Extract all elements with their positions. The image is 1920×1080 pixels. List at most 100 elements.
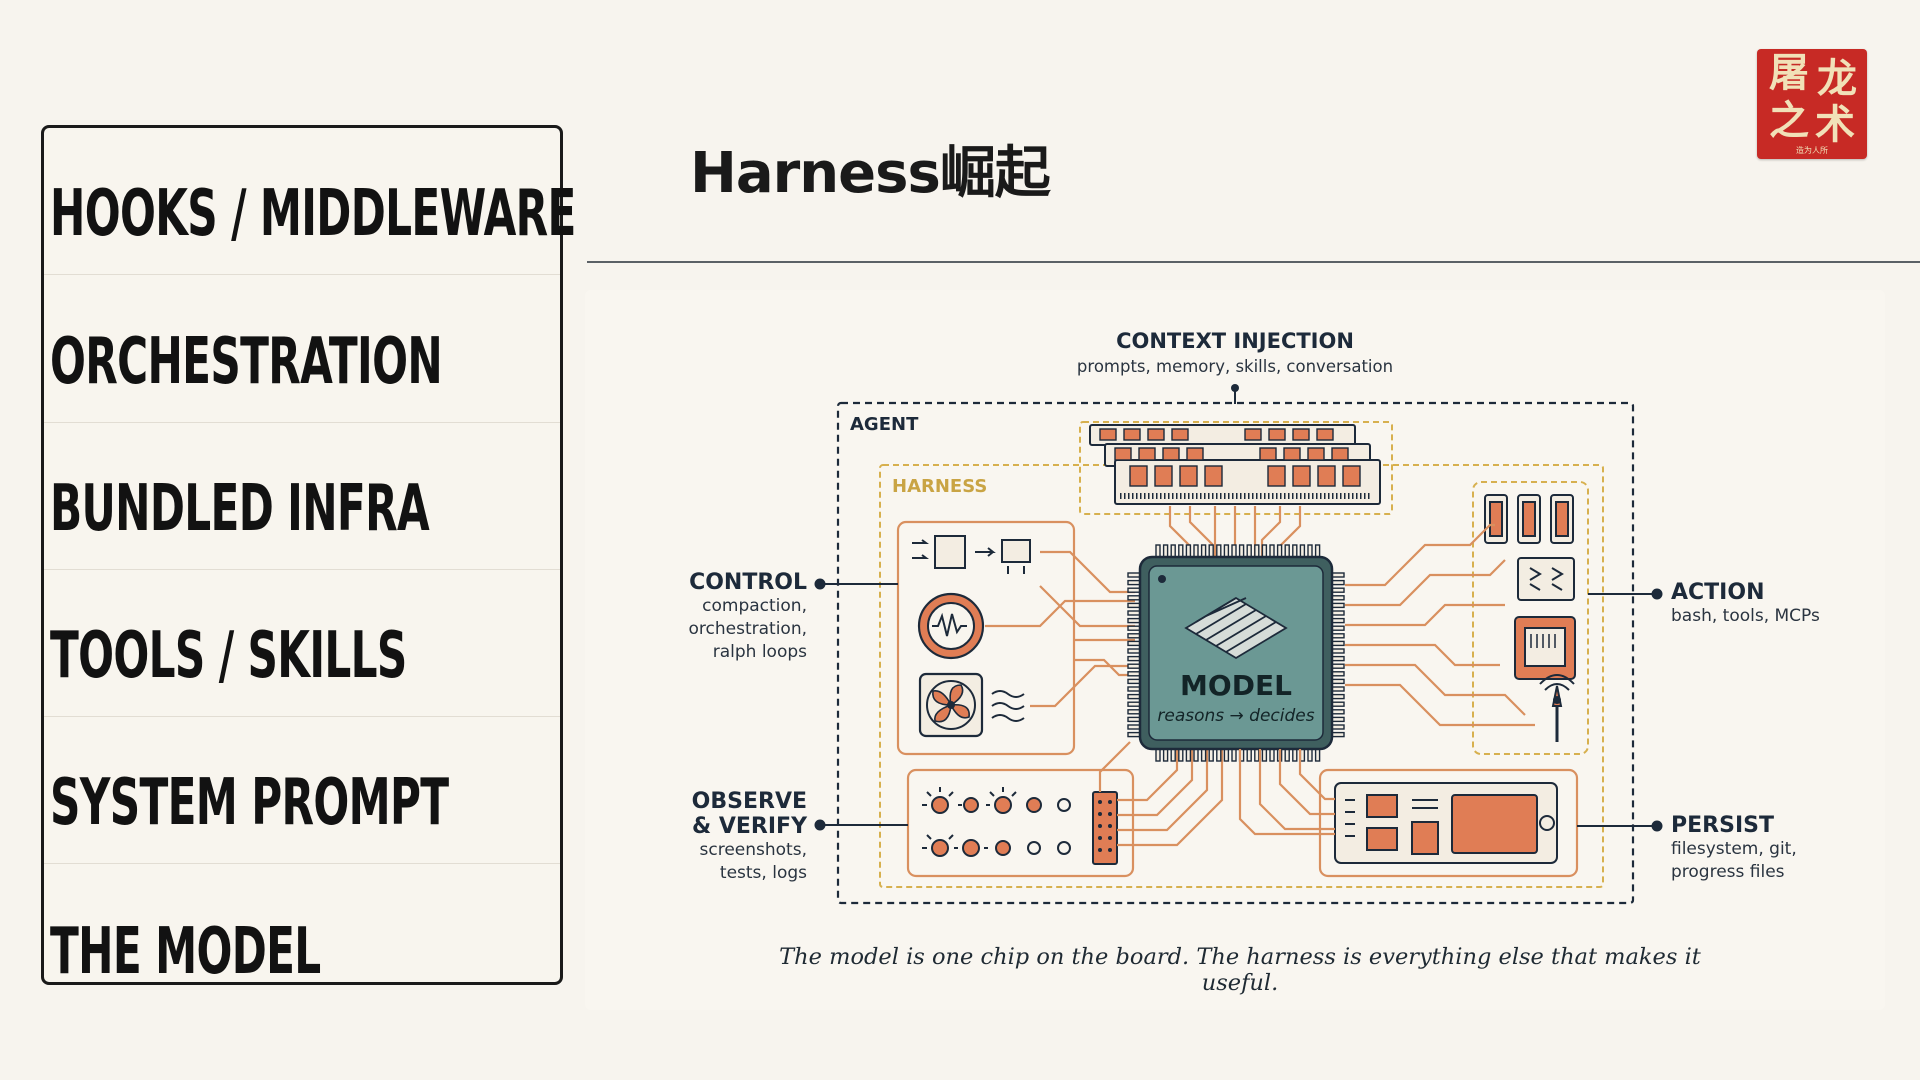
chip-pin xyxy=(1155,544,1161,558)
control-line: compaction, xyxy=(702,596,807,616)
persist-line: progress files xyxy=(1671,862,1785,882)
connector-dot xyxy=(1231,384,1239,392)
seal-glyph: 屠 xyxy=(1769,49,1809,96)
chip-pin xyxy=(1331,709,1345,715)
chip-pin xyxy=(1193,748,1199,762)
chip-pin xyxy=(1127,595,1141,601)
chip-pin xyxy=(1331,671,1345,677)
chip-pin xyxy=(1127,724,1141,730)
layer-label: ORCHESTRATION xyxy=(50,324,443,399)
chip-pin xyxy=(1292,544,1298,558)
chip-pin xyxy=(1162,748,1169,762)
chip-pin xyxy=(1231,748,1237,762)
model-chip: MODEL reasons → decides xyxy=(1138,555,1334,751)
chip-pin xyxy=(1331,663,1345,669)
chip-pin xyxy=(1208,544,1214,558)
layer-label: BUNDLED INFRA xyxy=(50,471,430,546)
chip-pin xyxy=(1331,640,1345,647)
harness-label: HARNESS xyxy=(892,476,987,497)
side-connectors xyxy=(814,578,1663,832)
memory-module-icon xyxy=(1089,424,1381,505)
persist-title: PERSIST xyxy=(1671,813,1774,838)
diagram-caption: The model is one chip on the board. The … xyxy=(779,944,1701,996)
chip-pin xyxy=(1155,748,1161,762)
chip-pin xyxy=(1170,544,1176,558)
chip-pin xyxy=(1314,544,1321,558)
chip-pin xyxy=(1127,655,1141,662)
chip-pin xyxy=(1331,686,1345,692)
layer-bundled-infra: BUNDLED INFRA xyxy=(44,423,560,570)
usb-ports-icon xyxy=(1484,494,1574,544)
agent-label: AGENT xyxy=(850,414,919,435)
chip-pin xyxy=(1127,572,1141,578)
pin-header-icon xyxy=(1092,791,1118,865)
chip-pin xyxy=(1276,544,1283,558)
page-title: Harness崛起 xyxy=(690,141,1051,206)
action-line: bash, tools, MCPs xyxy=(1671,606,1820,626)
chip-pin xyxy=(1127,587,1141,593)
chip-pin xyxy=(1331,625,1345,631)
traces-persist xyxy=(1238,749,1335,836)
chip-pin xyxy=(1162,544,1169,558)
sd-slot-icon xyxy=(1517,557,1575,601)
chip-pin xyxy=(1223,544,1230,558)
context-injection-title: CONTEXT INJECTION xyxy=(1116,329,1354,353)
chip-pin xyxy=(1178,748,1184,762)
chip-pin xyxy=(1127,617,1141,624)
chip-pin xyxy=(1127,633,1141,639)
chip-pin xyxy=(1331,602,1345,609)
chip-pin xyxy=(1127,625,1141,631)
seal-glyph: 之 xyxy=(1769,97,1809,144)
chip-pin xyxy=(1170,748,1176,762)
layer-tools-skills: TOOLS / SKILLS xyxy=(44,570,560,718)
agent-frame xyxy=(836,401,1635,905)
chip-pin xyxy=(1208,748,1214,762)
observe-annotation: OBSERVE & VERIFY screenshots, tests, log… xyxy=(640,789,807,885)
layer-orchestration: ORCHESTRATION xyxy=(44,275,560,423)
chip-pin xyxy=(1127,648,1141,654)
chip-pin xyxy=(1314,748,1321,762)
traces-control xyxy=(985,550,1135,708)
heatsink-icon xyxy=(1184,596,1288,660)
action-annotation: ACTION bash, tools, MCPs xyxy=(1671,580,1871,628)
chip-pin xyxy=(1127,693,1141,700)
control-title: CONTROL xyxy=(689,570,807,595)
ethernet-port-icon xyxy=(1514,616,1576,680)
chip-pin xyxy=(1185,748,1192,762)
led-indicators-icon xyxy=(922,787,1071,857)
chip-pin xyxy=(1331,617,1345,624)
layer-stack: HOOKS / MIDDLEWARE ORCHESTRATION BUNDLED… xyxy=(41,125,576,985)
chip-pins xyxy=(1127,544,1345,762)
chip-pin xyxy=(1299,544,1306,558)
control-line: orchestration, xyxy=(688,619,808,639)
chip-pin xyxy=(1200,748,1207,762)
layer-the-model: THE MODEL xyxy=(44,864,560,1011)
chip-pin xyxy=(1331,678,1345,685)
chip-pin xyxy=(1331,587,1345,593)
chip-pin xyxy=(1331,572,1345,578)
chip-pin xyxy=(1127,671,1141,677)
chip-pin xyxy=(1284,544,1290,558)
seal-logo: 屠 龙 之 术 造为人所 xyxy=(1757,49,1867,159)
layer-label: HOOKS / MIDDLEWARE xyxy=(50,177,576,252)
chip-pin xyxy=(1185,544,1192,558)
traces-action xyxy=(1345,523,1535,727)
layer-system-prompt: SYSTEM PROMPT xyxy=(44,717,560,865)
chip-pin xyxy=(1231,544,1237,558)
ssd-drive-icon xyxy=(1334,782,1558,864)
chip-pin xyxy=(1331,579,1345,586)
chip-pin xyxy=(1127,701,1141,707)
chip-pin xyxy=(1193,544,1199,558)
seal-glyph: 龙 xyxy=(1817,55,1857,102)
chip-pin xyxy=(1331,595,1345,601)
chip-pin xyxy=(1331,655,1345,662)
relay-icon xyxy=(912,535,1031,574)
chip-pin xyxy=(1127,731,1141,738)
observe-line: screenshots, xyxy=(699,840,807,860)
chip-pin xyxy=(1331,701,1345,707)
observe-title: & VERIFY xyxy=(692,814,807,839)
chip-pin xyxy=(1307,748,1313,762)
chip-pin xyxy=(1178,544,1184,558)
control-line: ralph loops xyxy=(712,642,807,662)
waveform-dial-icon xyxy=(917,592,985,660)
